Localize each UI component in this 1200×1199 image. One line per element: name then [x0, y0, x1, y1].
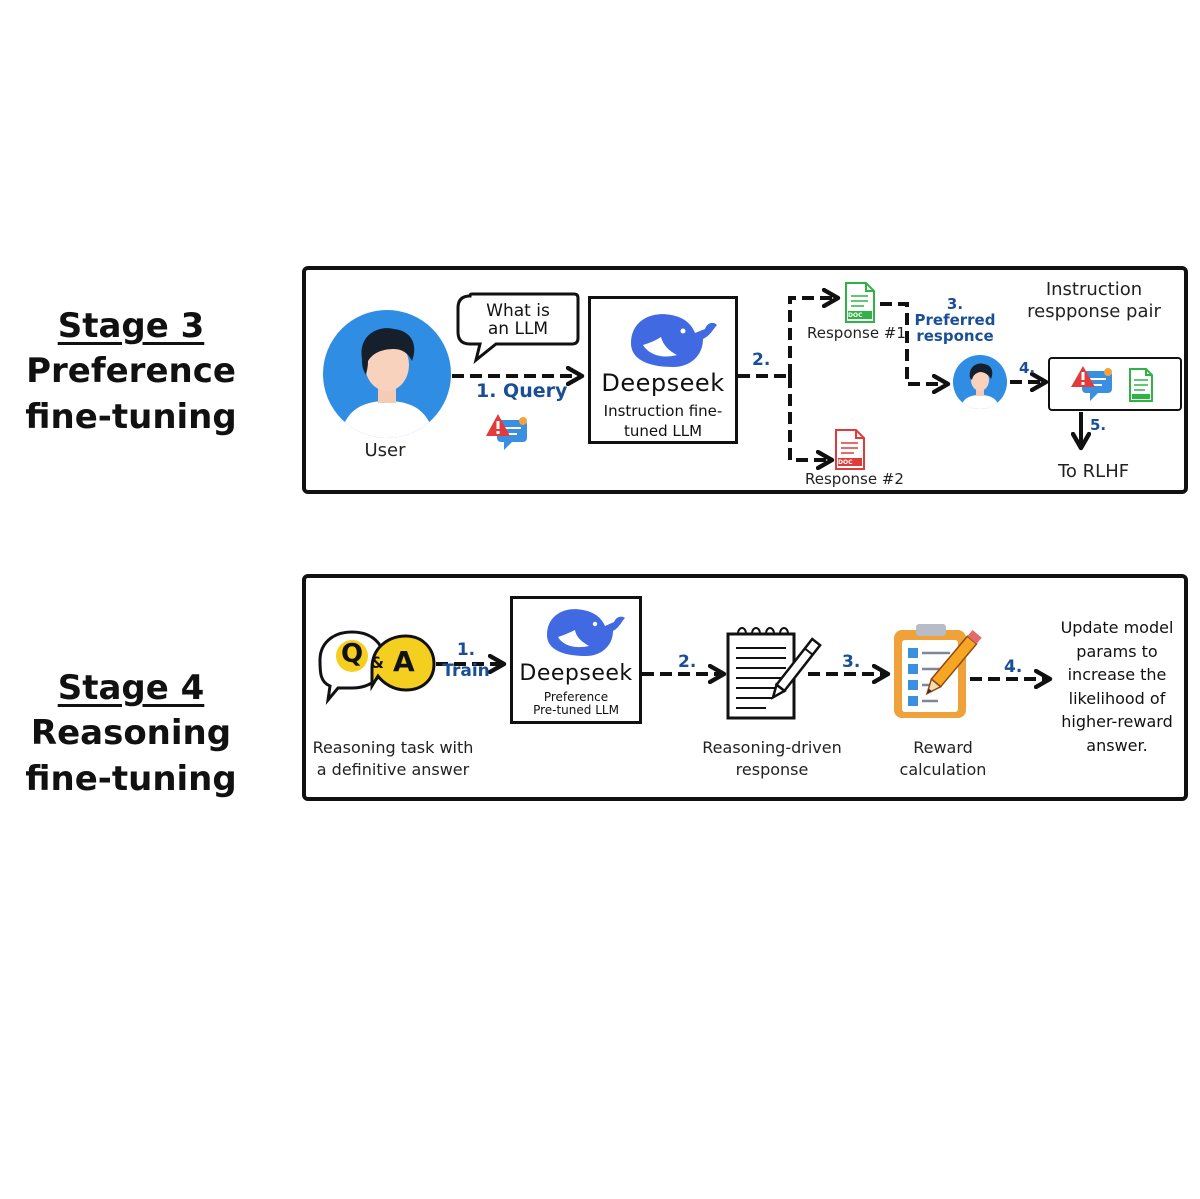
qa-a-letter: A	[393, 645, 415, 678]
question-text: What is an LLM	[470, 302, 566, 338]
step1-train: 1. Train	[436, 640, 496, 682]
update-line2: params to	[1076, 641, 1158, 661]
question-line2: an LLM	[487, 319, 549, 339]
step3-preferred: 3. Preferred responce	[912, 296, 998, 344]
query-label: 1. Query	[476, 380, 568, 402]
step3-label-s4: 3.	[842, 652, 861, 672]
stage4-subtitle-line2: fine-tuning	[25, 758, 237, 799]
step2-label-s4: 2.	[678, 652, 697, 672]
step3-line2: responce	[916, 327, 994, 345]
stage4-title: Stage 4	[57, 668, 205, 708]
doc-tag-red: DOC	[838, 459, 853, 466]
update-model-text: Update model params to increase the like…	[1050, 616, 1184, 758]
stage3-title: Stage 3	[57, 306, 205, 346]
reasoning-task-line1: Reasoning task with	[312, 738, 474, 757]
step4-label-s3: 4.	[1019, 359, 1036, 377]
step5-label: 5.	[1090, 416, 1107, 434]
deepseek-name-s4: Deepseek	[519, 661, 633, 686]
deepseek-desc-s4-line1: Preference	[543, 690, 609, 704]
qa-amp: &	[370, 653, 384, 672]
qa-q-letter: Q	[341, 639, 364, 669]
reasoning-response-line1: Reasoning-driven	[702, 738, 842, 757]
user-avatar-icon	[323, 310, 451, 438]
stage3-subtitle-line1: Preference	[26, 350, 236, 391]
deepseek-name-s3: Deepseek	[601, 369, 725, 397]
whale-logo-icon	[631, 314, 717, 367]
step1-label: Train	[442, 661, 490, 681]
step3-line1: Preferred	[914, 311, 996, 329]
stage4-subtitle-line1: Reasoning	[30, 712, 232, 753]
deepseek-desc-s3-line1: Instruction fine-	[603, 402, 723, 420]
pair-doc-icon	[1129, 368, 1153, 402]
stage3-label: Stage 3 Preference fine-tuning	[0, 305, 262, 440]
response2-label: Response #2	[805, 470, 904, 488]
step3-num: 3.	[946, 295, 964, 313]
doc-tag-green: DOC	[848, 312, 863, 319]
reasoning-response-label: Reasoning-driven response	[690, 737, 854, 781]
deepseek-desc-s4-line2: Pre-tuned LLM	[533, 703, 619, 717]
pair-alert-chat-icon	[1071, 366, 1112, 401]
reasoning-task-label: Reasoning task with a definitive answer	[302, 737, 484, 781]
reasoning-task-line2: a definitive answer	[316, 760, 470, 779]
update-line3: increase the	[1067, 665, 1167, 685]
instruction-pair-line2: respponse pair	[1027, 301, 1161, 322]
response1-label: Response #1	[807, 324, 906, 342]
stage3-subtitle-line2: fine-tuning	[25, 396, 237, 437]
reward-line2: calculation	[899, 760, 987, 779]
update-line6: answer.	[1086, 735, 1148, 755]
instruction-pair-box	[1048, 357, 1182, 411]
whale-logo-icon-s4	[547, 609, 625, 656]
reward-label: Reward calculation	[884, 737, 1002, 781]
deepseek-desc-s4: Preference Pre-tuned LLM	[513, 691, 639, 717]
response1-doc-icon	[845, 282, 875, 323]
step4-label-s4: 4.	[1004, 657, 1023, 677]
update-line1: Update model	[1060, 618, 1174, 637]
deepseek-desc-s3: Instruction fine- tuned LLM	[591, 401, 735, 441]
stage4-label: Stage 4 Reasoning fine-tuning	[0, 667, 262, 802]
update-line4: likelihood of	[1068, 688, 1166, 708]
deepseek-desc-s3-line2: tuned LLM	[623, 422, 703, 440]
step1-num: 1.	[456, 640, 476, 660]
instruction-pair-line1: Instruction	[1045, 279, 1143, 300]
step2-label-s3: 2.	[752, 350, 771, 370]
response2-doc-icon	[835, 429, 865, 470]
rlhf-label: To RLHF	[1058, 461, 1130, 482]
reasoning-response-line2: response	[735, 760, 809, 779]
instruction-pair-heading: Instruction respponse pair	[1016, 279, 1172, 323]
user-avatar	[322, 309, 452, 439]
question-line1: What is	[486, 301, 550, 321]
user-label: User	[364, 440, 406, 461]
deepseek-model-box-s4: Deepseek Preference Pre-tuned LLM	[510, 596, 642, 724]
reward-line1: Reward	[913, 738, 973, 757]
deepseek-model-box-s3: Deepseek Instruction fine- tuned LLM	[588, 296, 738, 444]
update-line5: higher-reward	[1061, 712, 1173, 732]
